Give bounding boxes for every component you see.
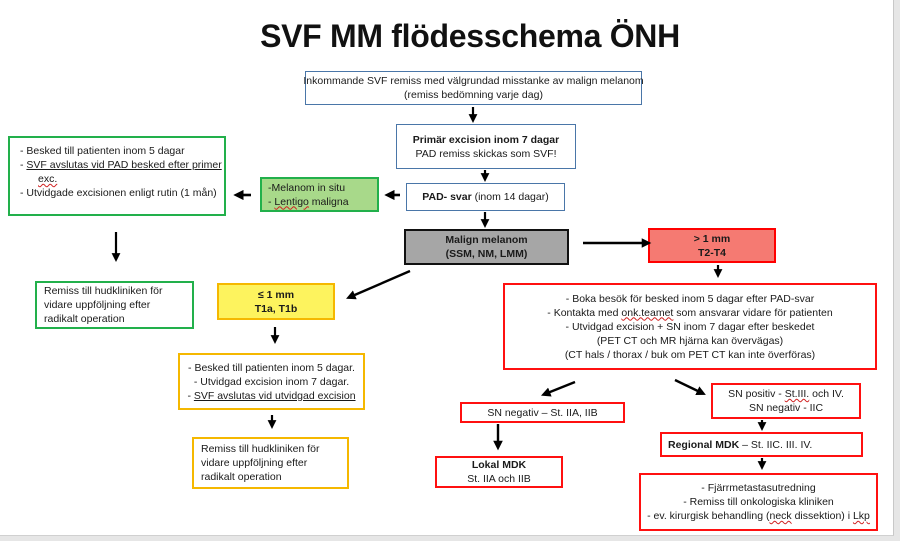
box-thin-melanoma: ≤ 1 mm T1a, T1b — [217, 283, 335, 320]
primary-excision-line1: Primär excision inom 7 dagar — [412, 133, 560, 146]
in-situ-action-2-exc: exc. — [38, 173, 58, 185]
pad-answer-rest: (inom 14 dagar) — [471, 191, 549, 203]
box-in-situ-referral: Remiss till hudkliniken för vidare uppfö… — [35, 281, 194, 329]
thin-action-3: - SVF avslutas vid utvidgad excision — [187, 389, 355, 403]
in-situ-referral-line3: radikalt operation — [44, 313, 125, 325]
in-situ-action-3: - Utvidgade excisionen enligt rutin (1 m… — [20, 187, 217, 199]
arrow-malignant-to-thin — [346, 269, 411, 300]
thick-action-3: - Utvidgad excision + SN inom 7 dagar ef… — [565, 320, 815, 333]
thin-referral-line1: Remiss till hudkliniken för — [201, 443, 320, 455]
box-melanoma-in-situ: -Melanom in situ - Lentigo maligna — [260, 177, 379, 212]
final-action-3-prefix: - ev. kirurgisk behandling ( — [647, 510, 770, 522]
primary-excision-line2: PAD remiss skickas som SVF! — [415, 147, 557, 160]
box-thin-referral: Remiss till hudkliniken för vidare uppfö… — [192, 437, 349, 489]
box-pad-answer: PAD- svar (inom 14 dagar) — [406, 183, 565, 211]
thick-action-5: (CT hals / thorax / buk om PET CT kan in… — [564, 348, 816, 361]
box-regional-mdk: Regional MDK – St. IIC. III. IV. — [660, 432, 863, 457]
final-action-3: - ev. kirurgisk behandling (neck dissekt… — [647, 509, 870, 523]
in-situ-line2: - Lentigo maligna — [268, 195, 377, 209]
final-action-3-lkp: Lkp — [852, 510, 870, 522]
malignant-line2: (SSM, NM, LMM) — [445, 248, 528, 260]
thick-action-2-prefix: - Kontakta med — [547, 306, 622, 319]
thin-action-2: - Utvidgad excision inom 7 dagar. — [193, 375, 350, 388]
thick-action-2-onk: onk.teamet — [621, 306, 674, 319]
sn-positive-prefix: SN positiv - — [728, 388, 785, 400]
window-edge — [894, 0, 900, 541]
box-in-situ-actions: - Besked till patienten inom 5 dagar - S… — [8, 136, 226, 216]
in-situ-action-2-underlined: SVF avslutas vid PAD besked efter primer — [26, 159, 222, 171]
thin-action-1: - Besked till patienten inom 5 dagar. — [188, 361, 355, 374]
box-primary-excision: Primär excision inom 7 dagar PAD remiss … — [396, 124, 576, 169]
in-situ-rest: maligna — [308, 195, 349, 208]
sn-positive-rest: och IV. — [809, 388, 844, 400]
sn-positive-line1: SN positiv - St.III. och IV. — [728, 387, 844, 401]
sn-negative-text: SN negativ – St. IIA, IIB — [487, 406, 598, 419]
thick-action-1: - Boka besök för besked inom 5 dagar eft… — [565, 292, 815, 305]
thin-action-3-prefix: - — [187, 389, 194, 402]
final-action-1: - Fjärrmetastasutredning — [701, 482, 816, 494]
thick-line2: T2-T4 — [697, 246, 726, 259]
box-thick-melanoma: > 1 mm T2-T4 — [648, 228, 776, 263]
box-malignant-melanoma: Malign melanom (SSM, NM, LMM) — [404, 229, 569, 265]
in-situ-referral-line1: Remiss till hudkliniken för — [44, 285, 163, 297]
in-situ-action-2-cont: exc. — [20, 172, 218, 186]
in-situ-referral-line2: vidare uppföljning efter — [44, 299, 151, 311]
final-action-2: - Remiss till onkologiska kliniken — [683, 496, 834, 508]
final-action-3-neck: neck — [769, 510, 792, 522]
thick-line1: > 1 mm — [693, 232, 731, 245]
thin-referral-line3: radikalt operation — [201, 471, 282, 483]
box-sn-negative: SN negativ – St. IIA, IIB — [460, 402, 625, 423]
thick-action-2-rest: som ansvarar vidare för patienten — [673, 306, 833, 319]
thick-action-2: - Kontakta med onk.teamet som ansvarar v… — [547, 306, 832, 320]
sn-positive-line2: SN negativ - IIC — [748, 402, 824, 414]
thin-action-3-underlined: SVF avslutas vid utvidgad excision — [193, 389, 356, 402]
regional-mdk-bold: Regional MDK — [668, 438, 740, 451]
box-local-mdk: Lokal MDK St. IIA och IIB — [435, 456, 563, 488]
in-situ-prefix: - — [268, 195, 275, 208]
local-mdk-line1: Lokal MDK — [471, 459, 527, 471]
box-sn-positive: SN positiv - St.III. och IV. SN negativ … — [711, 383, 861, 419]
arrow-thick-actions-to-sn-negative — [540, 380, 576, 397]
box-final-actions: - Fjärrmetastasutredning - Remiss till o… — [639, 473, 878, 531]
final-action-3-mid: dissektion) i — [791, 510, 853, 522]
in-situ-action-2-prefix: - — [20, 159, 27, 171]
malignant-line1: Malign melanom — [445, 234, 528, 246]
thin-line2: T1a, T1b — [254, 302, 298, 315]
thin-referral-line2: vidare uppföljning efter — [201, 457, 308, 469]
page-title: SVF MM flödesschema ÖNH — [260, 18, 680, 54]
in-situ-line1: -Melanom in situ — [268, 181, 346, 194]
local-mdk-line2: St. IIA och IIB — [467, 473, 531, 485]
thick-action-4: (PET CT och MR hjärna kan övervägas) — [596, 334, 784, 347]
incoming-line2: (remiss bedömning varje dag) — [404, 89, 543, 101]
arrow-thick-actions-to-sn-positive — [674, 378, 706, 396]
regional-mdk-rest: – St. IIC. III. IV. — [739, 438, 813, 451]
in-situ-action-1: - Besked till patienten inom 5 dagar — [20, 145, 185, 157]
box-thick-actions: - Boka besök för besked inom 5 dagar eft… — [503, 283, 877, 370]
incoming-line1: Inkommande SVF remiss med välgrundad mis… — [303, 75, 644, 87]
box-incoming-referral: Inkommande SVF remiss med välgrundad mis… — [303, 71, 644, 105]
in-situ-lentigo: Lentigo — [274, 195, 309, 208]
thin-line1: ≤ 1 mm — [257, 288, 295, 301]
box-thin-actions: - Besked till patienten inom 5 dagar. - … — [178, 353, 365, 410]
pad-answer-text: PAD- svar (inom 14 dagar) — [422, 190, 548, 204]
regional-mdk-text: Regional MDK – St. IIC. III. IV. — [668, 438, 861, 452]
sn-positive-st3: St.III. — [784, 388, 810, 400]
in-situ-action-2: - SVF avslutas vid PAD besked efter prim… — [20, 158, 222, 172]
pad-answer-bold: PAD- svar — [422, 191, 472, 203]
